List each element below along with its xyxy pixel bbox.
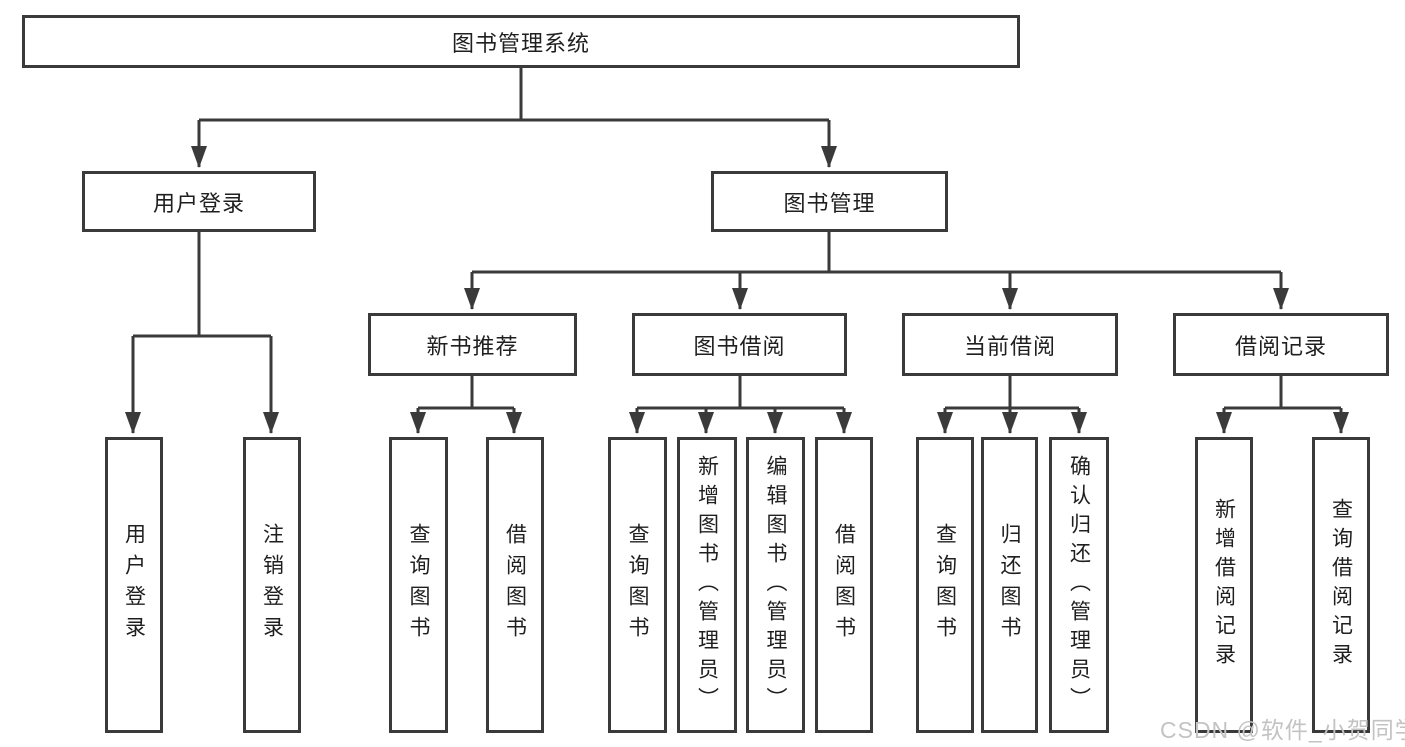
- node-leaf-query-borrow-record: 查询借阅记录: [1312, 437, 1370, 733]
- node-leaf-confirm-return-admin-label: 确认归还（管理员）: [1067, 454, 1091, 716]
- node-new-book-recommendation-label: 新书推荐: [426, 333, 519, 359]
- node-leaf-return-books: 归还图书: [981, 437, 1038, 733]
- node-book-management: 图书管理: [711, 171, 948, 232]
- node-leaf-query-books-1: 查询图书: [389, 437, 448, 733]
- node-leaf-add-books-admin: 新增图书（管理员）: [677, 437, 737, 733]
- node-leaf-borrow-books-1-label: 借阅图书: [503, 523, 527, 647]
- node-root: 图书管理系统: [22, 15, 1020, 68]
- node-leaf-borrow-books-2: 借阅图书: [815, 437, 873, 733]
- node-leaf-user-login-label: 用户登录: [122, 523, 146, 647]
- node-user-login-branch-label: 用户登录: [152, 190, 245, 216]
- node-leaf-return-books-label: 归还图书: [998, 523, 1021, 647]
- csdn-watermark: CSDN @软件_小贺同学: [1160, 717, 1405, 743]
- node-leaf-add-borrow-record-label: 新增借阅记录: [1212, 498, 1236, 672]
- node-borrowing-records-label: 借阅记录: [1234, 333, 1327, 359]
- node-new-book-recommendation: 新书推荐: [368, 313, 577, 376]
- node-leaf-edit-books-admin: 编辑图书（管理员）: [746, 437, 805, 733]
- node-user-login-branch: 用户登录: [82, 171, 316, 232]
- node-book-management-label: 图书管理: [783, 190, 876, 216]
- node-leaf-logout-label: 注销登录: [260, 523, 284, 647]
- node-leaf-query-books-3-label: 查询图书: [933, 523, 957, 647]
- node-leaf-query-books-3: 查询图书: [916, 437, 974, 733]
- node-leaf-confirm-return-admin: 确认归还（管理员）: [1049, 437, 1109, 733]
- node-leaf-add-borrow-record: 新增借阅记录: [1195, 437, 1253, 733]
- node-leaf-query-books-2: 查询图书: [608, 437, 667, 733]
- node-current-borrowing: 当前借阅: [902, 313, 1118, 376]
- node-leaf-edit-books-admin-label: 编辑图书（管理员）: [764, 454, 787, 716]
- node-leaf-query-books-2-label: 查询图书: [626, 523, 649, 647]
- node-leaf-add-books-admin-label: 新增图书（管理员）: [695, 454, 719, 716]
- node-root-label: 图书管理系统: [451, 30, 590, 56]
- node-borrowing-records: 借阅记录: [1173, 313, 1389, 376]
- node-leaf-query-borrow-record-label: 查询借阅记录: [1329, 498, 1353, 672]
- node-leaf-user-login: 用户登录: [105, 437, 163, 733]
- node-leaf-borrow-books-2-label: 借阅图书: [832, 523, 856, 647]
- node-leaf-borrow-books-1: 借阅图书: [486, 437, 544, 733]
- node-book-borrowing: 图书借阅: [632, 313, 847, 376]
- node-leaf-query-books-1-label: 查询图书: [407, 523, 430, 647]
- node-book-borrowing-label: 图书借阅: [693, 333, 786, 359]
- node-current-borrowing-label: 当前借阅: [963, 333, 1056, 359]
- node-leaf-logout: 注销登录: [243, 437, 301, 733]
